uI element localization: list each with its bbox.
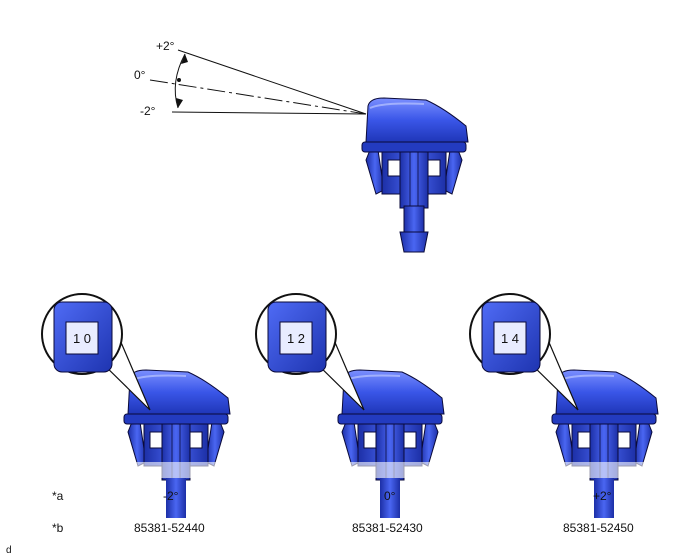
figure-code: d <box>6 545 12 556</box>
angle-label-minus: -2° <box>140 104 156 118</box>
badge-number-2: 1 2 <box>287 331 305 346</box>
row-label-a: *a <box>52 489 64 503</box>
angle-guide-lines <box>149 49 367 115</box>
variant-2-angle: 0° <box>384 489 396 503</box>
callout-variant-1 <box>41 293 151 411</box>
variant-1-part-number: 85381-52440 <box>134 521 205 535</box>
nozzle-main <box>361 97 469 253</box>
badge-number-1: 1 0 <box>73 331 91 346</box>
variant-2-part-number: 85381-52430 <box>352 521 423 535</box>
nozzle-variant-1 <box>123 369 231 518</box>
variant-3-part-number: 85381-52450 <box>563 521 634 535</box>
badge-number-3: 1 4 <box>501 331 519 346</box>
callout-variant-2 <box>255 293 365 411</box>
variant-1-angle: -2° <box>163 489 179 503</box>
angle-label-plus: +2° <box>156 39 175 53</box>
variant-3-angle: +2° <box>593 489 612 503</box>
angle-label-zero: 0° <box>134 68 146 82</box>
row-label-b: *b <box>52 521 64 535</box>
callout-variant-3 <box>469 293 579 411</box>
nozzle-variant-2 <box>337 369 445 518</box>
nozzle-variant-3 <box>551 369 659 518</box>
